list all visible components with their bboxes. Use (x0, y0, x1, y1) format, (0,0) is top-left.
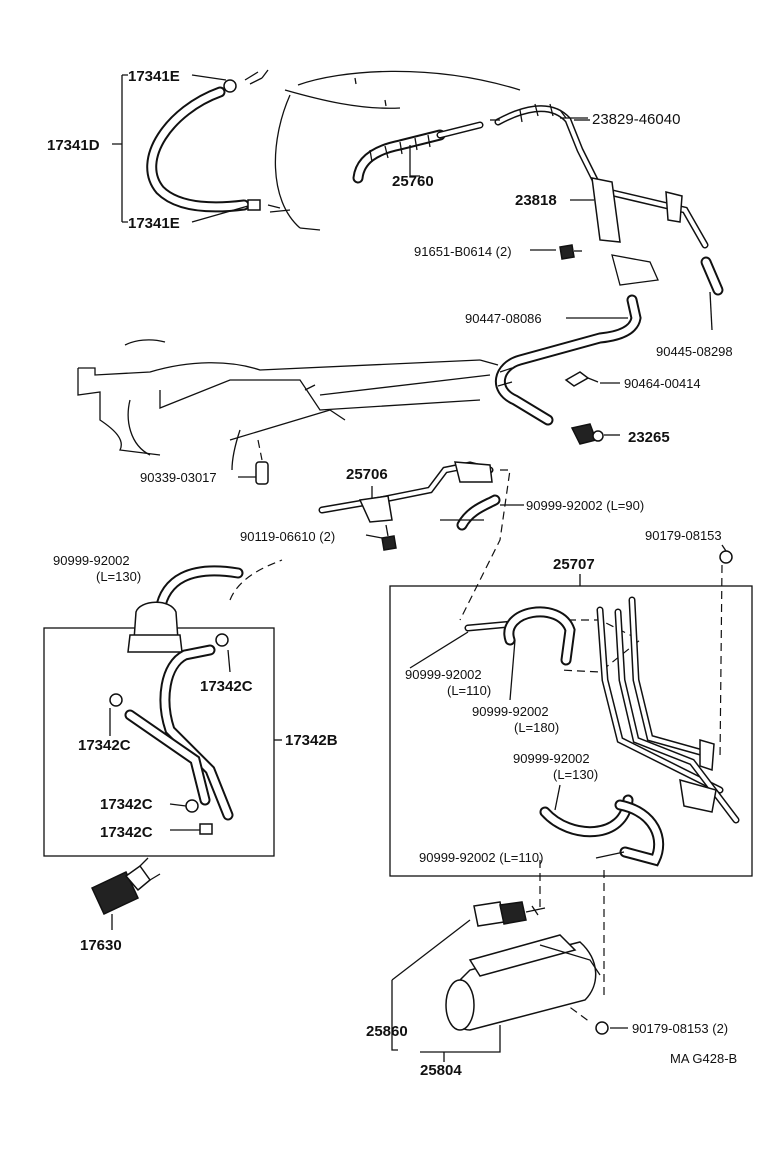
label-17341e-top: 17341E (128, 68, 180, 85)
label-90999-l130b-1: 90999-92002 (513, 751, 590, 766)
label-23265: 23265 (628, 429, 670, 446)
engine-outline-top (274, 70, 521, 231)
label-25760: 25760 (392, 173, 434, 190)
box-25707 (389, 574, 753, 877)
label-90445: 90445-08298 (656, 344, 733, 359)
clamp-90464 (564, 371, 599, 387)
vsv-part (127, 601, 183, 653)
hose-90999-l180 (503, 606, 576, 666)
bracket-17341 (112, 74, 249, 223)
sensor-17630 (91, 857, 161, 930)
bracket-23818 (570, 177, 683, 243)
label-90999-l110a-1: 90999-92002 (405, 667, 482, 682)
transmission-outline (77, 339, 499, 471)
canister-25804 (445, 934, 601, 1031)
clips-17342c (109, 633, 231, 835)
label-91651: 91651-B0614 (2) (414, 244, 512, 259)
label-90999-l180-1: 90999-92002 (472, 704, 549, 719)
hose-90999-l110-bottom (614, 799, 665, 867)
label-25706: 25706 (346, 466, 388, 483)
label-17342c-d: 17342C (100, 824, 153, 841)
bracket-25860-25804 (391, 919, 501, 1062)
label-90119: 90119-06610 (2) (240, 529, 335, 544)
hose-25760 (352, 121, 484, 184)
label-17342b: 17342B (285, 732, 338, 749)
label-90999-l130b-2: (L=130) (553, 767, 598, 782)
dashed-leaders (229, 469, 723, 1023)
leader-lines (365, 117, 727, 859)
label-90999-l110b: 90999-92002 (L=110) (419, 850, 543, 865)
hose-90999-l130-top (154, 565, 244, 616)
label-23829-46040: 23829-46040 (592, 111, 680, 128)
label-90999-l110a-2: (L=110) (447, 683, 491, 698)
clip-17341e-top (223, 69, 269, 93)
clip-17341e-bottom (247, 199, 291, 213)
hose-90339-03017 (238, 439, 269, 485)
clip-90179-bottom (595, 1021, 628, 1035)
label-25804: 25804 (420, 1062, 462, 1079)
sensor-23265 (570, 423, 620, 445)
hose-17342-main (124, 644, 234, 821)
label-17342c-c: 17342C (100, 796, 153, 813)
part-labels: 17341E 17341D 17341E 25760 23829-46040 2… (47, 68, 737, 1079)
label-17342c-a: 17342C (200, 678, 253, 695)
label-17630: 17630 (80, 937, 122, 954)
bolt-91651 (559, 244, 582, 260)
label-90999-l90: 90999-92002 (L=90) (526, 498, 644, 513)
label-17341e-bottom: 17341E (128, 215, 180, 232)
label-90447: 90447-08086 (465, 311, 542, 326)
pipe-23829-46040 (494, 103, 709, 249)
hose-90445-08298 (700, 256, 724, 331)
pipe-25707 (596, 596, 740, 824)
hose-90999-l110-top (464, 620, 516, 632)
label-90999-l130a-1: 90999-92002 (53, 553, 130, 568)
label-90179-bottom: 90179-08153 (2) (632, 1021, 728, 1036)
block-small (611, 254, 659, 286)
hose-90999-l90 (456, 494, 524, 531)
label-17342c-b: 17342C (78, 737, 131, 754)
label-25707: 25707 (553, 556, 595, 573)
label-25860: 25860 (366, 1023, 408, 1040)
hose-90447-08086 (494, 294, 642, 426)
label-90179-top: 90179-08153 (645, 528, 722, 543)
label-90464: 90464-00414 (624, 376, 701, 391)
label-90999-l130a-2: (L=130) (96, 569, 141, 584)
valve-25860 (473, 901, 546, 927)
clip-90179-top (719, 550, 733, 564)
hose-17341d (146, 86, 250, 213)
label-90999-l180-2: (L=180) (514, 720, 559, 735)
label-90339: 90339-03017 (140, 470, 217, 485)
pipe-25706 (318, 461, 494, 523)
label-23818: 23818 (515, 192, 557, 209)
diagram-reference: MA G428-B (670, 1051, 737, 1066)
label-17341d: 17341D (47, 137, 100, 154)
bolt-90119 (381, 524, 397, 551)
